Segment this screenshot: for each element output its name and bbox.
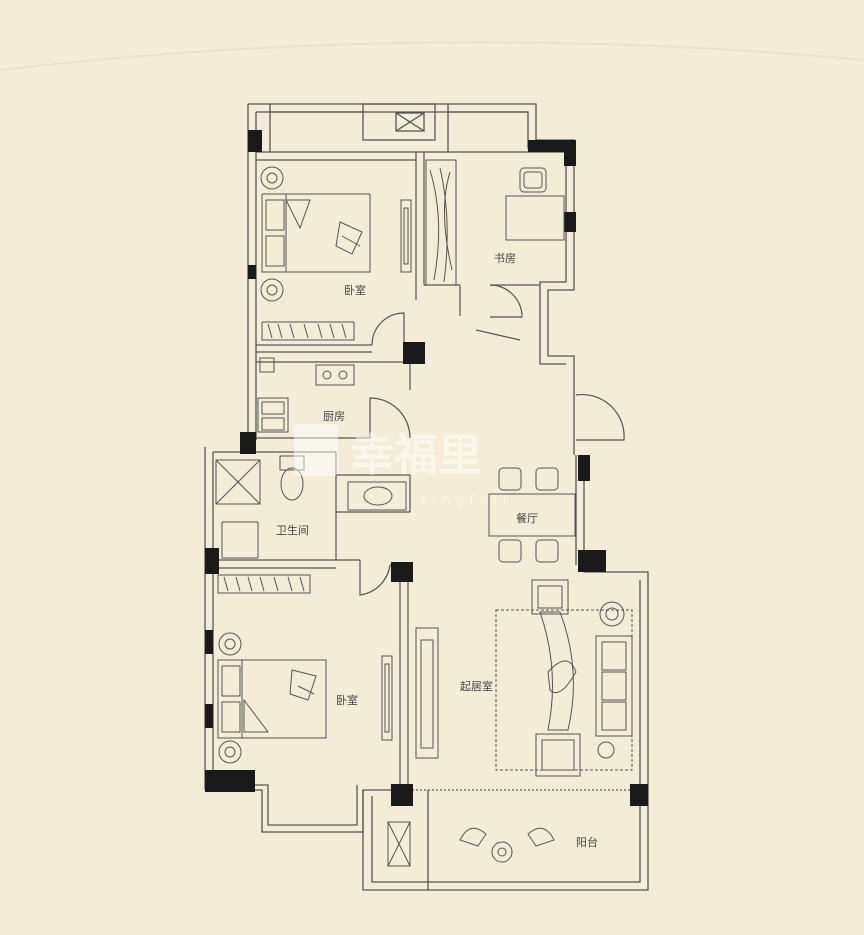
room-label-kitchen: 厨房	[323, 410, 345, 423]
background-arc	[0, 41, 864, 71]
bed-bottom-icon	[217, 632, 393, 764]
dining-table-icon	[488, 467, 576, 563]
room-label-bedroom-bottom: 卧室	[336, 693, 358, 707]
wardrobe-bottom-icon	[217, 574, 311, 594]
outer-walls	[204, 103, 649, 891]
bed-top-icon	[260, 166, 412, 302]
house-logo-icon	[294, 424, 338, 476]
study-furniture-icon	[425, 159, 565, 286]
bathroom-fixtures-icon	[215, 455, 407, 559]
kitchen-fixtures-icon	[257, 357, 355, 433]
balcony-furniture-icon	[387, 821, 555, 867]
room-label-bathroom: 卫生间	[276, 523, 309, 537]
watermark-subtext: xingfuli	[420, 493, 512, 507]
interior-walls	[213, 151, 566, 790]
living-furniture-icon	[415, 579, 633, 777]
room-label-bedroom-top: 卧室	[344, 283, 366, 297]
room-label-study: 书房	[494, 252, 516, 265]
room-label-living: 起居室	[460, 679, 493, 693]
doors	[359, 284, 625, 596]
wall-columns	[205, 130, 648, 806]
wardrobe-top-icon	[261, 321, 355, 341]
room-label-balcony: 阳台	[576, 835, 598, 849]
watermark-text: 幸福里	[350, 430, 482, 481]
room-label-dining: 餐厅	[516, 511, 538, 525]
watermark: 幸福里 xingfuli	[294, 424, 512, 507]
